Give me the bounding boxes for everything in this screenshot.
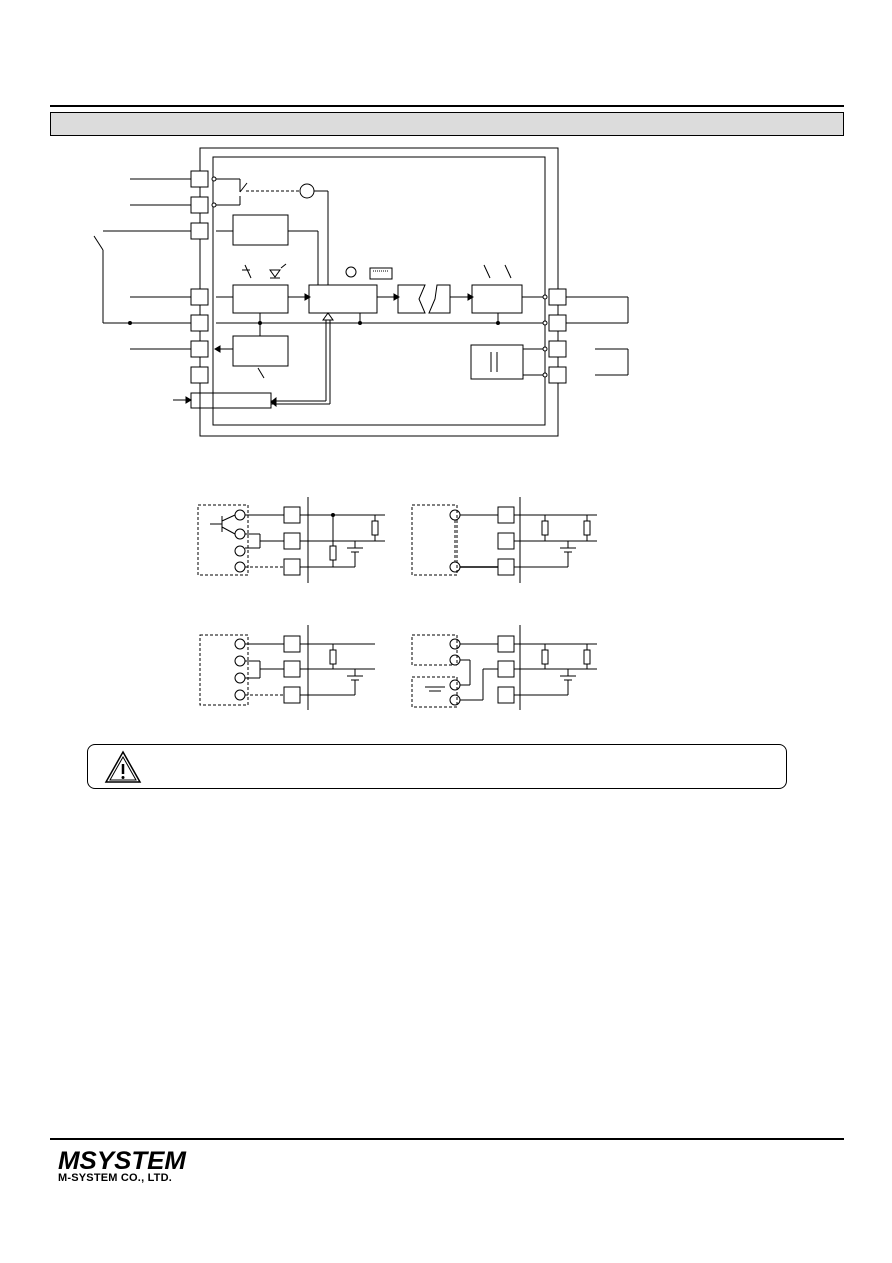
caution-box <box>87 744 787 789</box>
warning-icon <box>104 750 142 783</box>
wiring-example-3 <box>199 625 375 710</box>
right-terminals <box>548 288 567 384</box>
wiring-example-2 <box>411 497 597 583</box>
wiring-example-4 <box>411 625 597 710</box>
block-diagram <box>93 147 629 437</box>
msystem-logo: MSYSTEM <box>58 1148 187 1172</box>
company-name: M-SYSTEM CO., LTD. <box>58 1172 173 1184</box>
wiring-example-1 <box>197 497 385 583</box>
section-header-bar <box>50 112 844 136</box>
top-rule <box>50 105 844 107</box>
svg-text:MSYSTEM: MSYSTEM <box>58 1148 187 1172</box>
bottom-rule <box>50 1138 844 1140</box>
